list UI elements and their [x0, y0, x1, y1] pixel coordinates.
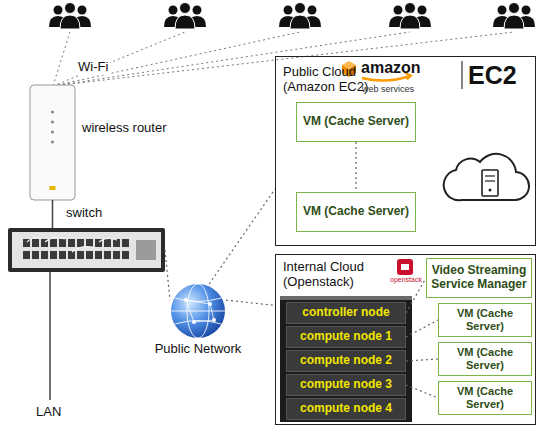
network-link	[165, 250, 170, 300]
user-group-icon	[49, 3, 91, 30]
rack-node: compute node 4	[286, 398, 406, 420]
public-network: Public Network	[170, 284, 226, 338]
rack-node: compute node 1	[286, 326, 406, 348]
node-label: compute node 2	[289, 354, 403, 368]
node-label: compute node 1	[289, 330, 403, 344]
switch-panel	[12, 232, 161, 268]
node-label: Internal Cloud (Openstack)	[283, 260, 383, 290]
wifi-link	[53, 32, 70, 86]
internal-cloud-box: controller node compute node 1 compute nod…	[275, 254, 536, 425]
network-link	[406, 359, 438, 361]
user-group-icon	[493, 3, 535, 30]
router-body	[30, 85, 75, 200]
openstack-logo	[397, 259, 413, 275]
service-manager-box: Video Streaming Service Manager	[426, 258, 532, 298]
vm-cache-server: VM (Cache Server)	[296, 102, 416, 142]
node-label: wireless router	[82, 121, 167, 136]
openstack-logo-mark	[401, 264, 409, 270]
network-switch: switch	[8, 228, 165, 272]
node-label: VM (Cache Server)	[299, 205, 413, 219]
rack-node: controller node	[286, 302, 406, 324]
network-link	[406, 278, 426, 313]
globe-icon	[171, 284, 225, 338]
logo-text: web services	[362, 84, 414, 94]
node-label: Public Network	[138, 342, 258, 357]
server-icon	[482, 170, 498, 196]
user-group-icon	[164, 3, 206, 30]
switch-cables	[27, 238, 117, 253]
public-cloud-box: VM (Cache Server)VM (Cache Server)Public…	[275, 56, 536, 246]
server-rack-top	[280, 296, 412, 300]
node-label: Video Streaming Service Manager	[429, 264, 529, 292]
globe-network	[184, 298, 216, 324]
vm-cache-server: VM (Cache Server)	[296, 192, 416, 232]
wireless-router: wireless router	[30, 85, 75, 200]
vm-cache-server: VM (Cache Server)	[438, 303, 532, 337]
node-label: VM (Cache Server)	[441, 346, 529, 371]
node-label: compute node 4	[289, 402, 403, 416]
switch-ports	[22, 238, 130, 262]
node-label: controller node	[289, 306, 403, 320]
node-label: compute node 3	[289, 378, 403, 392]
switch-module	[136, 240, 156, 260]
user-group-icon	[389, 3, 431, 30]
wifi-label: Wi-Fi	[76, 60, 110, 75]
logo-divider	[461, 61, 462, 89]
network-link	[209, 189, 275, 284]
vm-cache-server: VM (Cache Server)	[438, 381, 532, 415]
node-label: VM (Cache Server)	[441, 385, 529, 410]
lan-label: LAN	[36, 405, 61, 420]
switch-body	[8, 228, 165, 272]
lan-cable	[49, 272, 51, 400]
globe-grid	[171, 284, 225, 338]
network-link	[355, 142, 356, 192]
router-led	[50, 186, 56, 190]
network-link	[406, 320, 438, 337]
node-label: VM (Cache Server)	[441, 307, 529, 332]
node-label: switch	[66, 206, 102, 221]
network-link	[226, 300, 275, 305]
logo-text: EC2	[468, 61, 517, 90]
wifi-link	[53, 32, 410, 86]
wifi-link	[53, 32, 300, 86]
amazon-smile	[362, 76, 410, 81]
logo-text: openstack	[386, 276, 426, 284]
logo-text: amazon	[361, 59, 421, 77]
node-label: VM (Cache Server)	[299, 115, 413, 129]
globe-network-lines	[186, 300, 214, 322]
rack-node: compute node 3	[286, 374, 406, 396]
rack-node: compute node 2	[286, 350, 406, 372]
cable-link	[52, 200, 54, 228]
router-lights	[51, 110, 54, 143]
network-link	[406, 385, 438, 398]
user-group-icon	[279, 3, 321, 30]
server-rack	[280, 296, 412, 422]
vm-cache-server: VM (Cache Server)	[438, 342, 532, 376]
cloud-icon	[444, 154, 529, 200]
